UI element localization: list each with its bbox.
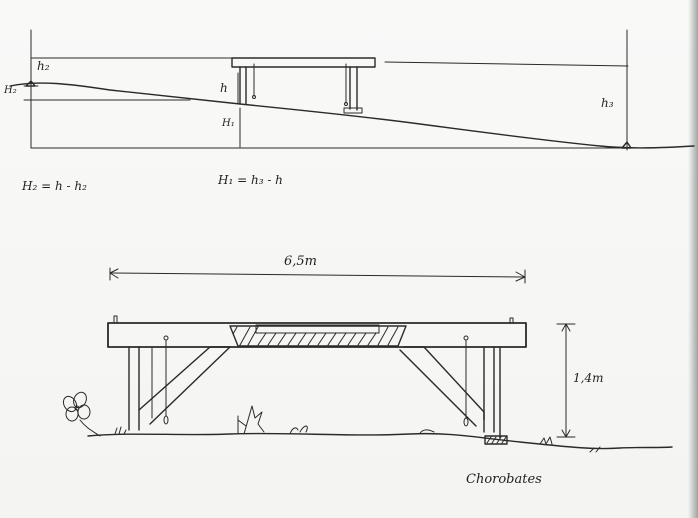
- formula-H1: H₁ = h₃ - h: [218, 173, 283, 187]
- label-h: h: [220, 81, 228, 95]
- label-h2-small: h₂: [37, 59, 50, 73]
- chorobates-table: [107, 315, 527, 348]
- formula-H2: H₂ = h - h₂: [22, 179, 87, 193]
- length-dimension-label: 6,5m: [284, 254, 318, 269]
- label-h3: h₃: [601, 96, 614, 110]
- length-arrow-left: [109, 268, 119, 279]
- small-chorobates: [231, 57, 376, 114]
- scan-shadow-edge: [688, 0, 698, 518]
- sloping-ground: [9, 82, 695, 149]
- length-dimension-line: [109, 272, 525, 278]
- top-level-line-right: [384, 61, 629, 67]
- height-arrow-top: [561, 323, 571, 332]
- chorobates-legs: [128, 346, 501, 439]
- flower-sketch: [62, 391, 101, 437]
- plumb-lines: [151, 335, 469, 427]
- height-dimension-label: 1,4m: [573, 371, 604, 385]
- caption-chorobates: Chorobates: [466, 472, 542, 487]
- label-H2: H₂: [4, 85, 17, 96]
- ground-line: [87, 432, 673, 450]
- label-H1: H₁: [222, 118, 235, 129]
- grass-sketches: [114, 405, 601, 453]
- h3-marker: [621, 141, 632, 149]
- h2-marker: [25, 80, 36, 87]
